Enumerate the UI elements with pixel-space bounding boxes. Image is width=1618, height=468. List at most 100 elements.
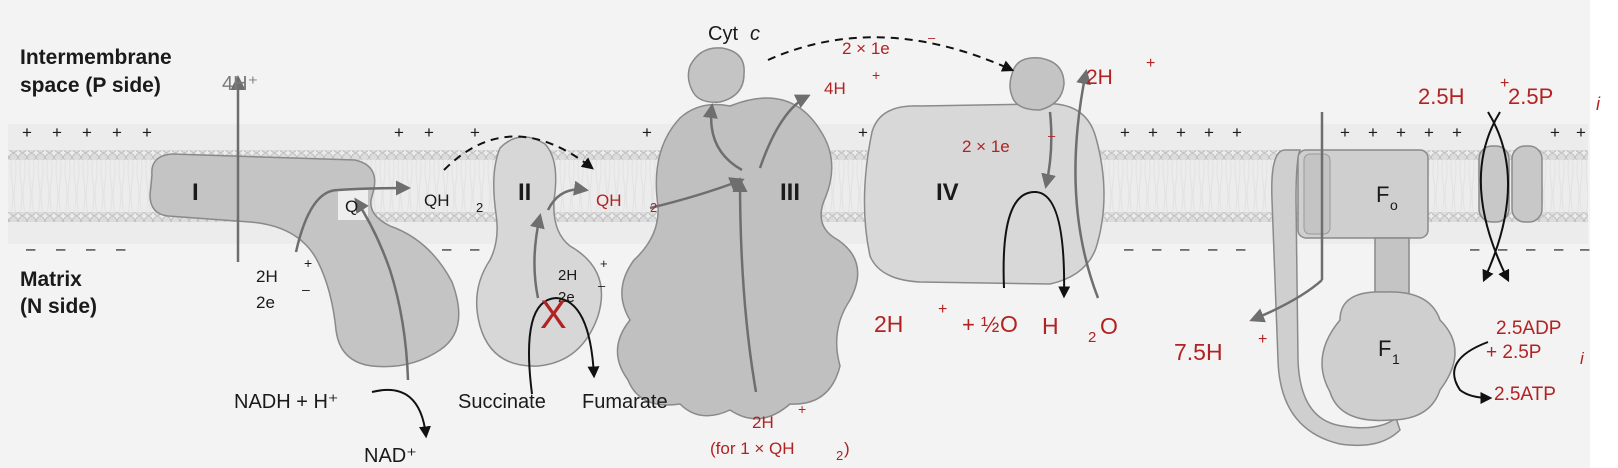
plus-charge: + [1232, 123, 1242, 142]
plus-charge: + [1424, 123, 1434, 142]
plus-charge: + [858, 123, 868, 142]
complex-III-proton-out: 4H [824, 79, 846, 98]
minus-charge: – [1470, 239, 1480, 258]
complex-III-to-cyt-c-arrow [702, 103, 743, 172]
plus-charge: + [82, 123, 92, 142]
cyt-c-protein-shape [687, 47, 745, 103]
complex-IV-proton-out: 2H [1086, 66, 1113, 89]
atp-synthase-proton-exit-arrow [1249, 279, 1323, 323]
negative-charge-row: –––––––––––––––– [26, 239, 1590, 258]
complex-I-quinol-sub: 2 [476, 200, 483, 215]
complex-IV-label: IV [936, 179, 959, 206]
plus-charge: + [1340, 123, 1350, 142]
complex-III-matrix-proton-arrow [732, 177, 758, 393]
plus-charge: + [1396, 123, 1406, 142]
n-side-label-line1: Matrix [20, 268, 82, 291]
minus-charge: – [1526, 239, 1536, 258]
nadh-label: NADH + H⁺ [234, 391, 338, 413]
transporter-h-label: 2.5H [1418, 84, 1464, 109]
plus-charge: + [1550, 123, 1560, 142]
complex-IV-cyt-c-shape [1009, 57, 1065, 111]
positive-charge-row: ++++++++++++++++++++++ [22, 123, 1586, 142]
minus-charge: – [470, 239, 480, 258]
minus-charge: – [1124, 239, 1134, 258]
complex-II-quinol-label: QH [596, 191, 622, 210]
plus-charge: + [1120, 123, 1130, 142]
plus-charge: + [1368, 123, 1378, 142]
complex-IV-reactant-protons: 2H [874, 311, 903, 337]
fo-ring-segment [1303, 153, 1331, 235]
complex-I-electrons: 2e [256, 293, 275, 312]
complex-II-label: II [518, 179, 531, 206]
complex-IV-plus-half: + ½ [962, 312, 999, 337]
transporter-p-sub: i [1596, 94, 1601, 114]
complex-I-proton-in: 2H [256, 267, 278, 286]
transporter-h-sup: + [1500, 75, 1509, 92]
atp-synthase-stator-shape [1271, 149, 1401, 447]
complex-IV-electrons: 2 × 1e [962, 137, 1010, 156]
complex-III-proton-in: 2H [752, 413, 774, 432]
complex-I-shape [149, 153, 460, 368]
complex-I-label: I [192, 179, 199, 206]
transporter-p-label: 2.5P [1508, 84, 1553, 109]
complex-I-quinol-label: QH [424, 191, 450, 210]
complex-II-electrons: 2e [558, 289, 575, 306]
complex-III-note-end: ) [844, 439, 850, 458]
complex-II-protons-sup: + [600, 256, 608, 271]
complex-III-note: (for 1 × QH [710, 439, 795, 458]
complex-II-electrons-sup: – [598, 278, 606, 293]
fumarate-label: Fumarate [582, 391, 668, 413]
plus-charge: + [112, 123, 122, 142]
cyt-c-electron-dashed-arrow [767, 36, 1015, 72]
nadh-to-nad-arrow [371, 388, 431, 439]
n-side-label-line2: (N side) [20, 295, 97, 318]
plus-charge: + [22, 123, 32, 142]
minus-charge: – [1152, 239, 1162, 258]
plus-charge: + [52, 123, 62, 142]
plus-charge: + [142, 123, 152, 142]
adp-to-atp-arrow [1453, 341, 1493, 404]
minus-charge: – [1498, 239, 1508, 258]
complex-IV-shape [863, 102, 1105, 285]
plus-charge: + [470, 123, 480, 142]
fo-label: F [1376, 182, 1389, 207]
complex-I-electrons-sup: – [302, 281, 310, 297]
minus-charge: – [1180, 239, 1190, 258]
complex-IV-water-sub: 2 [1088, 329, 1096, 346]
transporter-right-shape [1511, 145, 1543, 223]
adp-label: 2.5ADP [1496, 318, 1561, 339]
complex-III-label: III [780, 179, 800, 206]
plus-charge: + [1576, 123, 1586, 142]
minus-charge: – [1580, 239, 1590, 258]
succinate-label: Succinate [458, 391, 546, 413]
plus-charge: + [1452, 123, 1462, 142]
complex-IV-water-h: H [1042, 313, 1059, 339]
minus-charge: – [1554, 239, 1564, 258]
atp-synthase-protons-in: 7.5H [1174, 339, 1223, 365]
f1-sub: 1 [1392, 351, 1400, 367]
complex-III-proton-out-arrow [758, 94, 811, 169]
complex-IV-water-o: O [1100, 313, 1118, 339]
minus-charge: – [56, 239, 66, 258]
cyt-c-italic: c [750, 23, 760, 45]
complex-II-shape [475, 136, 603, 367]
atp-synthase-protons-in-sup: + [1258, 331, 1267, 348]
quinone-label: Q [345, 197, 358, 216]
transporter-cross-arrow-1 [1482, 111, 1509, 283]
atp-synthase-stalk-shape [1374, 237, 1410, 299]
minus-charge: – [442, 239, 452, 258]
minus-charge: – [1208, 239, 1218, 258]
p-side-label-line2: space (P side) [20, 74, 161, 97]
q-cycle-dashed-arrow [443, 135, 594, 171]
p-side-label-line1: Intermembrane [20, 46, 172, 69]
pi-sub: i [1580, 349, 1585, 368]
complex-I-proton-in-sup: + [304, 255, 312, 271]
plus-charge: + [424, 123, 434, 142]
cyt-c-electron-transfer: 2 × 1e [842, 39, 890, 58]
cyt-c-label: Cyt [708, 23, 738, 45]
complex-III-proton-out-sup: + [872, 67, 880, 83]
complex-IV-electrons-sup: – [1048, 128, 1056, 143]
complex-IV-proton-out-sup: + [1146, 55, 1155, 72]
complex-IV-electron-arrow [1041, 111, 1056, 189]
